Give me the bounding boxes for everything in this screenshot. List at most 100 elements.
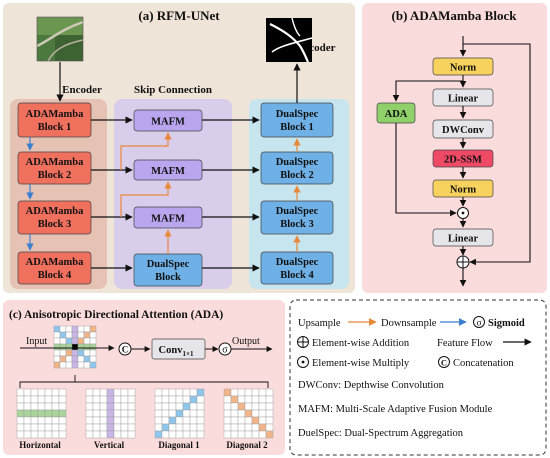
- grid-cell: [92, 388, 101, 397]
- direction-grid-diagonal-2: [223, 388, 274, 439]
- grid-cell: [59, 355, 67, 363]
- grid-cell: [168, 409, 177, 418]
- grid-cell: [59, 361, 67, 369]
- grid-cell: [106, 395, 115, 404]
- legend-addition-icon: [297, 336, 309, 348]
- grid-cell: [223, 430, 232, 439]
- grid-cell: [44, 395, 53, 404]
- encoder-label: Encoder: [62, 84, 102, 96]
- grid-cell: [37, 388, 46, 397]
- svg-text:MAFM: MAFM: [151, 214, 185, 225]
- svg-text:Linear: Linear: [448, 94, 479, 105]
- grid-cell: [92, 430, 101, 439]
- grid-cell: [244, 423, 253, 432]
- grid-cell: [223, 395, 232, 404]
- grid-cell: [258, 388, 267, 397]
- svg-text:Block 1: Block 1: [280, 122, 314, 133]
- legend-multiply-icon: [297, 356, 309, 368]
- encoder-block-3: ADAMamba Block 3: [17, 200, 92, 235]
- grid-cell: [265, 416, 274, 425]
- grid-cell: [237, 402, 246, 411]
- grid-cell: [161, 402, 170, 411]
- grid-cell: [223, 388, 232, 397]
- grid-cell: [258, 416, 267, 425]
- grid-cell: [71, 355, 79, 363]
- grid-cell: [182, 388, 191, 397]
- grid-cell: [127, 395, 136, 404]
- grid-cell: [44, 409, 53, 418]
- grid-cell: [265, 388, 274, 397]
- svg-text:Block 3: Block 3: [38, 219, 72, 230]
- grid-cell: [44, 402, 53, 411]
- grid-cell: [89, 349, 97, 357]
- grid-cell: [58, 388, 67, 397]
- grid-cell: [106, 388, 115, 397]
- grid-cell: [127, 402, 136, 411]
- grid-cell: [113, 409, 122, 418]
- grid-cell: [106, 423, 115, 432]
- grid-cell: [23, 388, 32, 397]
- grid-cell: [175, 416, 184, 425]
- grid-cell: [59, 331, 67, 339]
- grid-cell: [175, 423, 184, 432]
- legend-duelspec-definition: DuelSpec: Dual-Spectrum Aggregation: [298, 428, 464, 439]
- decoder-block-2: DualSpec Block 2: [260, 151, 334, 185]
- grid-cell: [65, 331, 73, 339]
- grid-cell: [230, 416, 239, 425]
- grid-cell: [168, 416, 177, 425]
- encoder-block-2: ADAMamba Block 2: [17, 151, 92, 185]
- grid-cell: [189, 423, 198, 432]
- grid-cell: [258, 395, 267, 404]
- skip-connection-label: Skip Connection: [134, 84, 212, 96]
- grid-cell: [175, 395, 184, 404]
- panel-a-title: (a) RFM-UNet: [138, 8, 220, 23]
- svg-text:DualSpec: DualSpec: [276, 206, 319, 217]
- grid-cell: [16, 409, 25, 418]
- svg-text:2D-SSM: 2D-SSM: [444, 155, 482, 166]
- multiply-icon: [457, 207, 469, 219]
- grid-cell: [182, 423, 191, 432]
- grid-cell: [168, 430, 177, 439]
- grid-cell: [65, 355, 73, 363]
- grid-cell: [77, 355, 85, 363]
- svg-text:Block 1: Block 1: [38, 122, 72, 133]
- direction-grid-horizontal: [16, 388, 67, 439]
- grid-cell: [265, 430, 274, 439]
- grid-cell: [161, 416, 170, 425]
- grid-cell: [16, 388, 25, 397]
- grid-cell: [251, 430, 260, 439]
- svg-text:C: C: [122, 345, 129, 355]
- svg-text:DualSpec: DualSpec: [147, 259, 190, 270]
- grid-cell: [53, 355, 61, 363]
- grid-cell: [265, 409, 274, 418]
- input-label: Input: [26, 336, 47, 347]
- grid-cell: [59, 349, 67, 357]
- grid-cell: [237, 409, 246, 418]
- grid-cell: [92, 402, 101, 411]
- grid-cell: [168, 402, 177, 411]
- grid-cell: [59, 337, 67, 345]
- grid-cell: [196, 423, 205, 432]
- grid-cell: [161, 423, 170, 432]
- grid-cell: [71, 337, 79, 345]
- grid-cell: [175, 402, 184, 411]
- grid-cell: [120, 409, 129, 418]
- grid-cell: [168, 388, 177, 397]
- grid-cell: [113, 423, 122, 432]
- grid-cell: [244, 402, 253, 411]
- norm-box-2: Norm: [432, 179, 494, 198]
- grid-cell: [30, 395, 39, 404]
- grid-cell: [30, 423, 39, 432]
- grid-cell: [120, 395, 129, 404]
- grid-cell: [244, 409, 253, 418]
- legend-feature-flow-label: Feature Flow: [437, 338, 493, 349]
- grid-cell: [83, 349, 91, 357]
- grid-cell: [251, 395, 260, 404]
- grid-cell: [127, 423, 136, 432]
- direction-label-diagonal-2: Diagonal 2: [226, 440, 268, 450]
- grid-cell: [59, 343, 67, 351]
- grid-cell: [120, 416, 129, 425]
- grid-cell: [99, 402, 108, 411]
- grid-cell: [196, 409, 205, 418]
